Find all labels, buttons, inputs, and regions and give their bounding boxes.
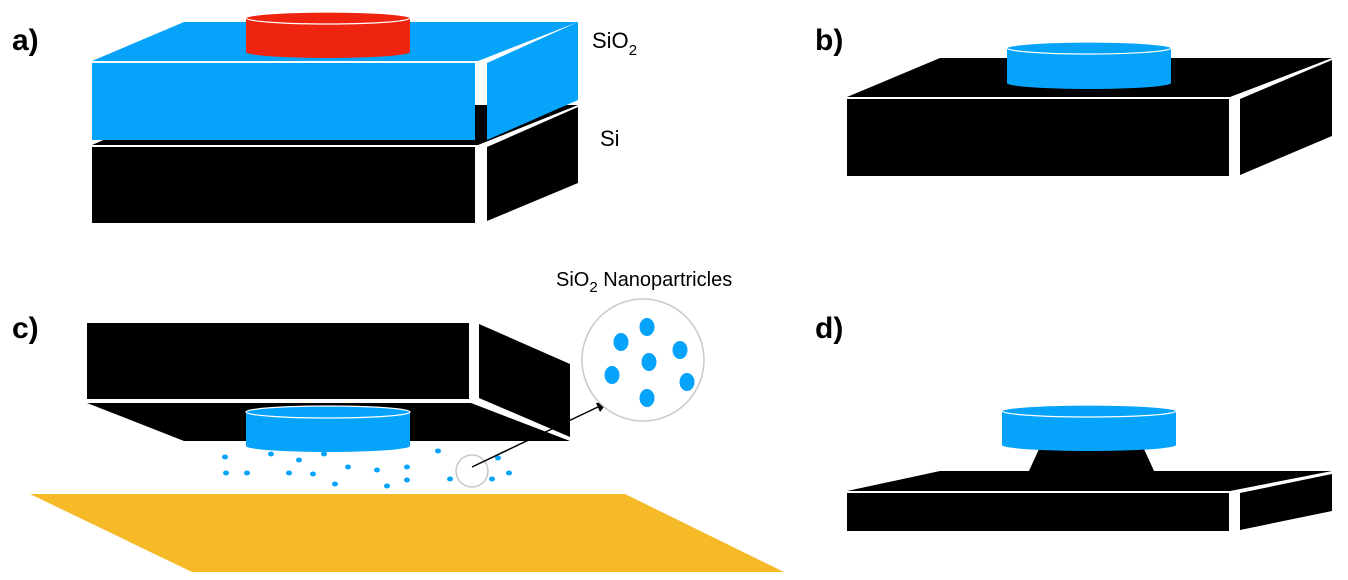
nanoparticle	[506, 470, 512, 476]
panel-c-label: c)	[12, 312, 39, 345]
nanoparticle-cloud	[222, 448, 512, 489]
nanoparticle	[345, 464, 351, 470]
nanoparticle	[641, 353, 657, 371]
nanoparticle	[639, 318, 655, 336]
nanoparticle	[604, 366, 620, 384]
panel-d: d)	[815, 312, 1332, 531]
si-block-front	[92, 147, 475, 223]
panel-b-label: b)	[815, 24, 843, 57]
sio2-block-front	[92, 63, 475, 140]
sio2-pillar-top	[1006, 41, 1172, 55]
si-block-side	[479, 324, 570, 437]
nanoparticle	[672, 341, 688, 359]
si-block-front	[847, 493, 1229, 531]
nanoparticle	[489, 476, 495, 482]
nanoparticle	[495, 455, 501, 461]
nanoparticle	[296, 457, 302, 463]
nanoparticle	[435, 448, 441, 454]
nanoparticle	[639, 389, 655, 407]
si-block-front	[87, 323, 469, 399]
resist-cylinder	[246, 18, 410, 58]
target-substrate	[30, 494, 784, 572]
nanoparticle	[374, 467, 380, 473]
nanoparticle	[404, 477, 410, 483]
nanoparticle	[447, 476, 453, 482]
magnifier-source-circle	[455, 454, 489, 488]
panel-b: b)	[815, 24, 1332, 176]
panel-a: a) SiO2 Si	[12, 11, 637, 223]
si-block-side	[1240, 60, 1332, 175]
sio2-pillar	[246, 412, 410, 452]
si-block-side	[1240, 474, 1332, 530]
nanoparticle	[384, 483, 390, 489]
resist-cylinder-top	[245, 11, 411, 25]
si-block-side	[487, 107, 578, 221]
nanoparticle	[222, 454, 228, 460]
si-edge-strip	[475, 105, 485, 140]
nanoparticle	[613, 333, 629, 351]
nanoparticle	[404, 464, 410, 470]
zoom-arrow	[471, 405, 601, 468]
si-block-top	[847, 471, 1332, 491]
nanoparticle	[310, 471, 316, 477]
nanoparticle	[286, 470, 292, 476]
deposited-pedestal	[1028, 447, 1155, 473]
sio2-pillar-top	[1001, 404, 1177, 418]
nanoparticle	[679, 373, 695, 391]
nanoparticle	[268, 451, 274, 457]
panel-a-label: a)	[12, 24, 39, 57]
panel-d-label: d)	[815, 312, 843, 345]
sio2-pillar-top	[245, 405, 411, 419]
sio2-block-side	[487, 22, 578, 140]
panel-c: c)	[12, 269, 784, 572]
nanoparticle	[321, 451, 327, 457]
nanoparticles-label: SiO2 Nanopartricles	[556, 269, 732, 296]
sio2-pillar	[1007, 48, 1171, 89]
nanoparticle	[223, 470, 229, 476]
nanoparticle	[244, 470, 250, 476]
zoomed-nanoparticles	[604, 318, 695, 407]
si-label: Si	[600, 126, 620, 151]
sio2-label: SiO2	[592, 28, 637, 59]
si-block-front	[847, 99, 1229, 176]
sio2-pillar	[1002, 411, 1176, 451]
nanoparticle	[332, 481, 338, 487]
